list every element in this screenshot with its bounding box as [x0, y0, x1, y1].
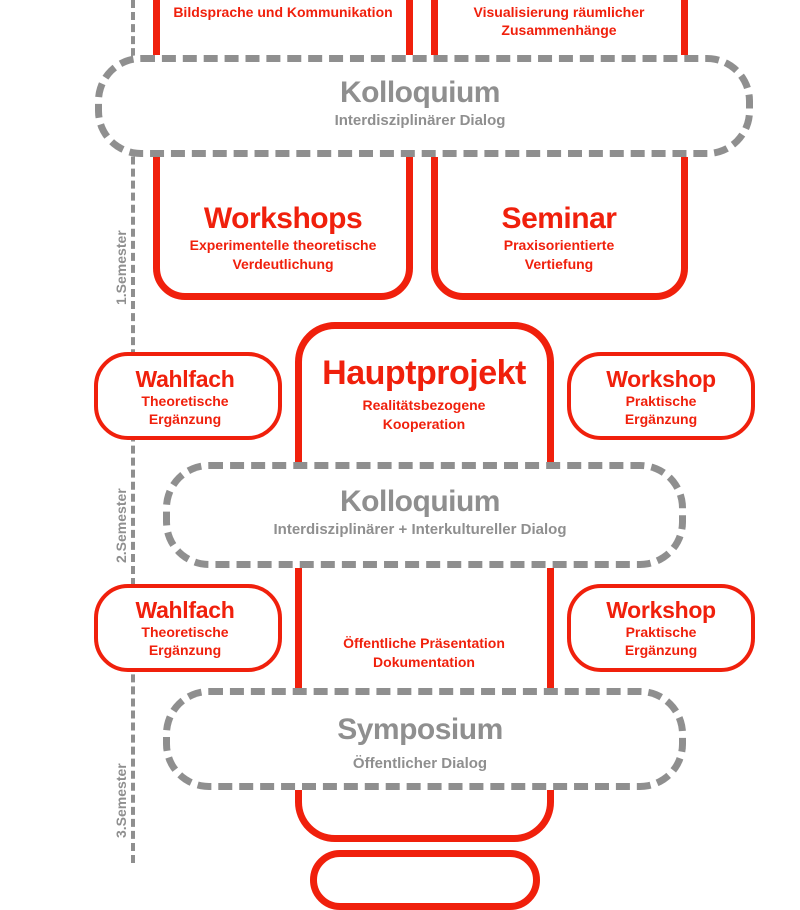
hauptprojekt-title: Hauptprojekt: [322, 354, 526, 392]
kolloquium-2-title: Kolloquium: [340, 485, 500, 518]
wahlfach-2-line1: Theoretische: [141, 624, 229, 640]
wahlfach-1-box: [94, 352, 282, 440]
seminar-title: Seminar: [501, 202, 617, 235]
wahlfach-2-title: Wahlfach: [135, 597, 235, 623]
wahlfach-1-line2: Ergänzung: [148, 411, 222, 427]
next-box-partial: [310, 850, 540, 910]
praesentation-line1: Öffentliche Präsentation: [343, 635, 505, 651]
kolloquium-2-subtitle: Interdisziplinärer + Interkultureller Di…: [273, 521, 567, 538]
wahlfach-2-line2: Ergänzung: [148, 642, 222, 658]
hauptprojekt-line2: Kooperation: [382, 416, 466, 432]
top-right-line1: Visualisierung räumlicher: [473, 4, 645, 20]
symposium-title: Symposium: [337, 713, 503, 746]
hauptprojekt-line1: Realitätsbezogene: [362, 397, 486, 413]
workshops-line2: Verdeutlichung: [232, 256, 334, 272]
praesentation-line2: Dokumentation: [373, 654, 475, 670]
kolloquium-1-title: Kolloquium: [340, 76, 500, 109]
workshop-1-line1: Praktische: [625, 393, 697, 409]
semester-label-2: 2.Semester: [113, 488, 129, 563]
workshop-1-line2: Ergänzung: [624, 411, 698, 427]
workshops-title: Workshops: [203, 202, 363, 235]
kolloquium-1-band: [95, 55, 753, 157]
workshop-2-line1: Praktische: [625, 624, 697, 640]
workshop-2-line2: Ergänzung: [624, 642, 698, 658]
kolloquium-2-band: [163, 462, 686, 568]
symposium-subtitle: Öffentlicher Dialog: [352, 755, 488, 772]
workshop-1-box: [567, 352, 755, 440]
workshop-2-box: [567, 584, 755, 672]
semester-label-3: 3.Semester: [113, 763, 129, 838]
kolloquium-1-subtitle: Interdisziplinärer Dialog: [334, 112, 506, 129]
top-right-line2: Zusammenhänge: [501, 22, 617, 38]
workshop-1-title: Workshop: [606, 366, 716, 392]
semester-label-1: 1.Semester: [113, 230, 129, 305]
wahlfach-1-title: Wahlfach: [135, 366, 235, 392]
workshop-2-title: Workshop: [606, 597, 716, 623]
symposium-band: [163, 688, 686, 790]
seminar-line2: Vertiefung: [524, 256, 594, 272]
wahlfach-1-line1: Theoretische: [141, 393, 229, 409]
seminar-line1: Praxisorientierte: [503, 237, 615, 253]
wahlfach-2-box: [94, 584, 282, 672]
top-left-text: Bildsprache und Kommunikation: [173, 4, 393, 20]
workshops-line1: Experimentelle theoretische: [189, 237, 377, 253]
